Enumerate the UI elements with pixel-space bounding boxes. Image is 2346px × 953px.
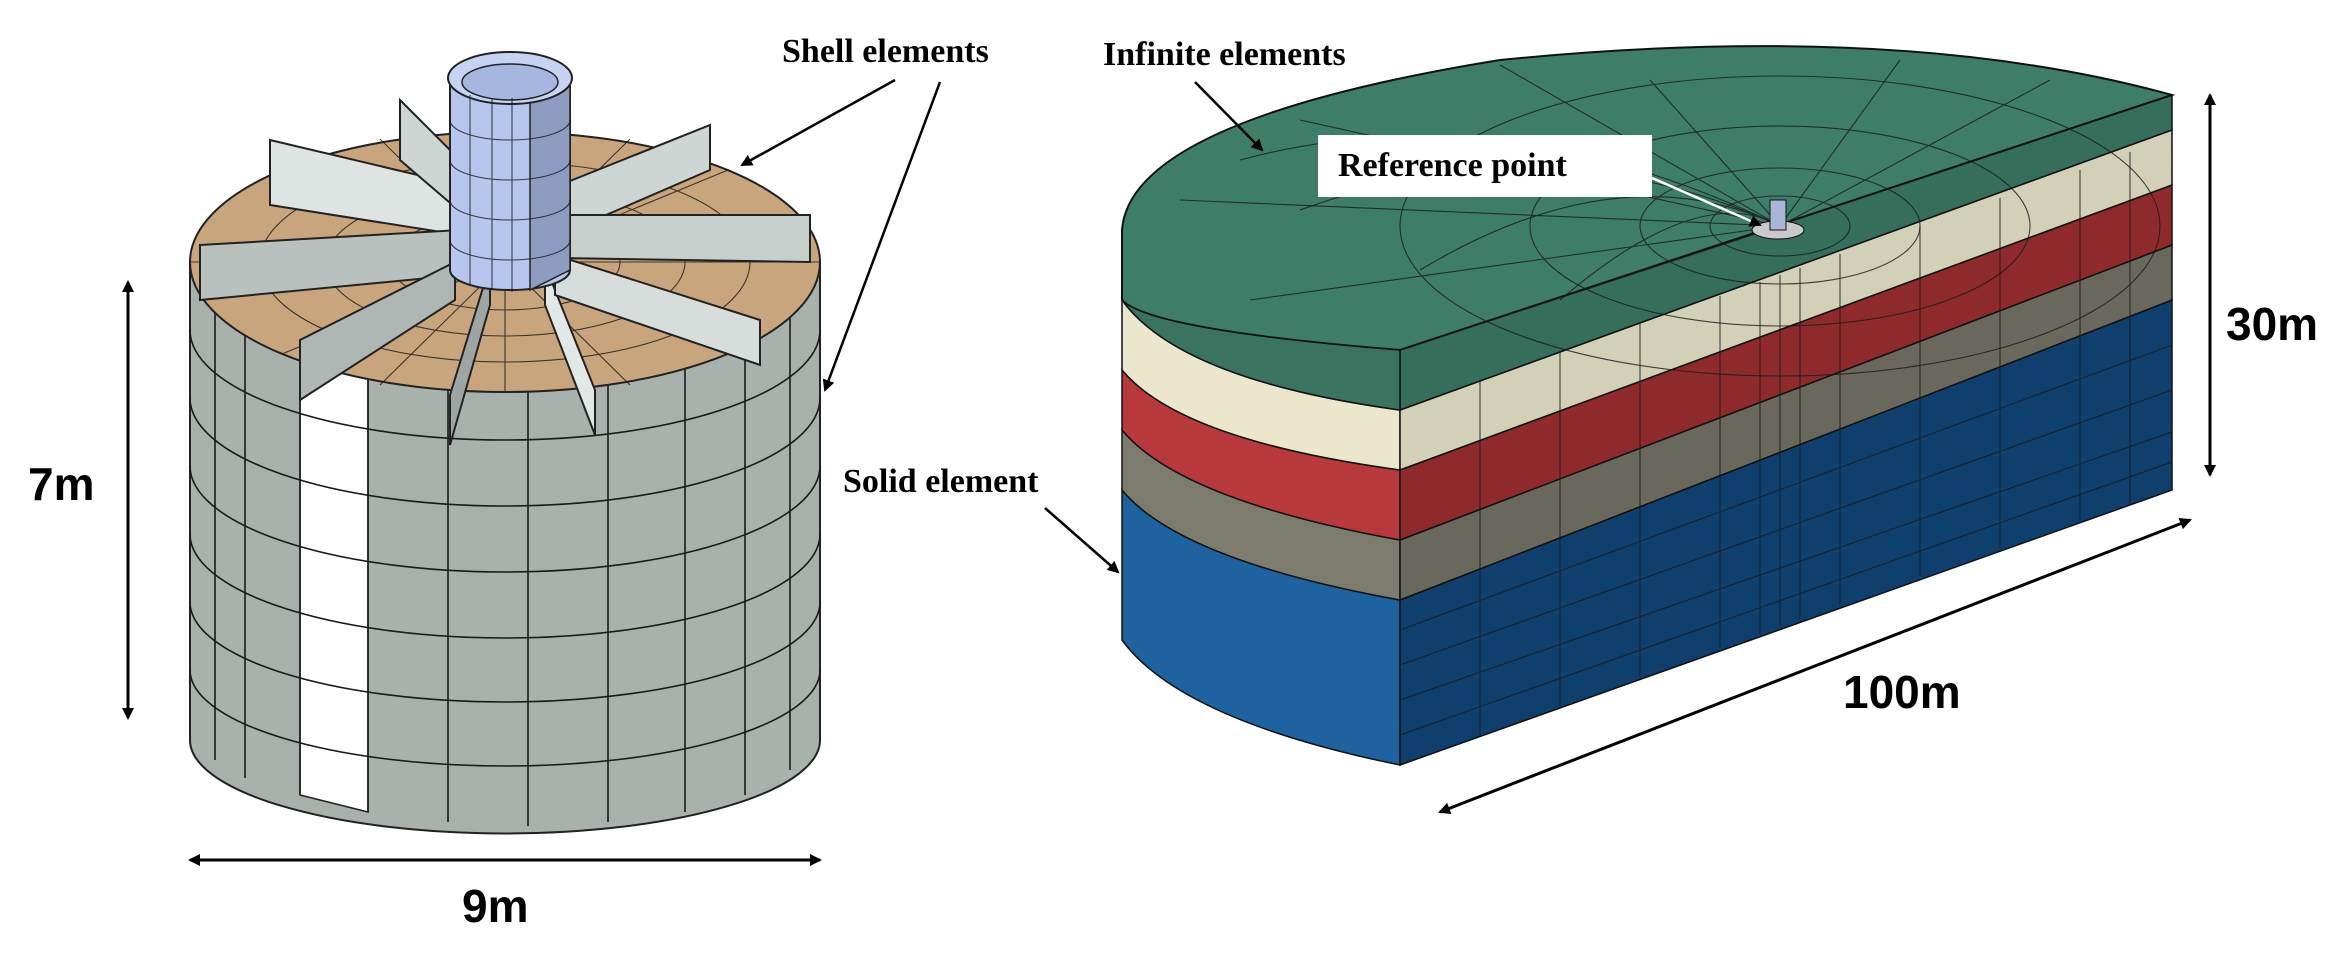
dim-tank-diameter: 9m [462,880,528,932]
dim-soil-depth: 30m [2226,298,2318,350]
tank-shaft [447,51,573,292]
dim-tank-height: 7m [28,458,94,510]
dim-soil-radius: 100m [1843,666,1961,718]
label-shell-elements: Shell elements [782,33,989,70]
label-infinite-elements: Infinite elements [1103,36,1346,73]
rib [299,260,456,402]
reference-tank-marker [1751,199,1805,240]
tank-model [122,51,822,866]
solid-arrow [1044,507,1120,574]
label-solid-element: Solid element [843,463,1039,500]
rib [449,264,491,446]
shell-arrow-1 [740,78,896,167]
soil-model [1121,45,2216,814]
reference-point-label-bg [1318,135,1652,197]
label-reference-point: Reference point [1338,147,1567,184]
rib [559,214,811,264]
soil-radius-arrow [1438,518,2192,814]
reference-arrow [1651,176,1762,227]
tank-wall-highlight [299,338,369,813]
infinite-arrow [1194,81,1264,152]
rib [554,253,761,367]
tank-wall-mesh [189,300,821,826]
shell-arrow-2 [822,81,942,392]
callout-arrows [740,78,1762,574]
rib [544,264,596,436]
